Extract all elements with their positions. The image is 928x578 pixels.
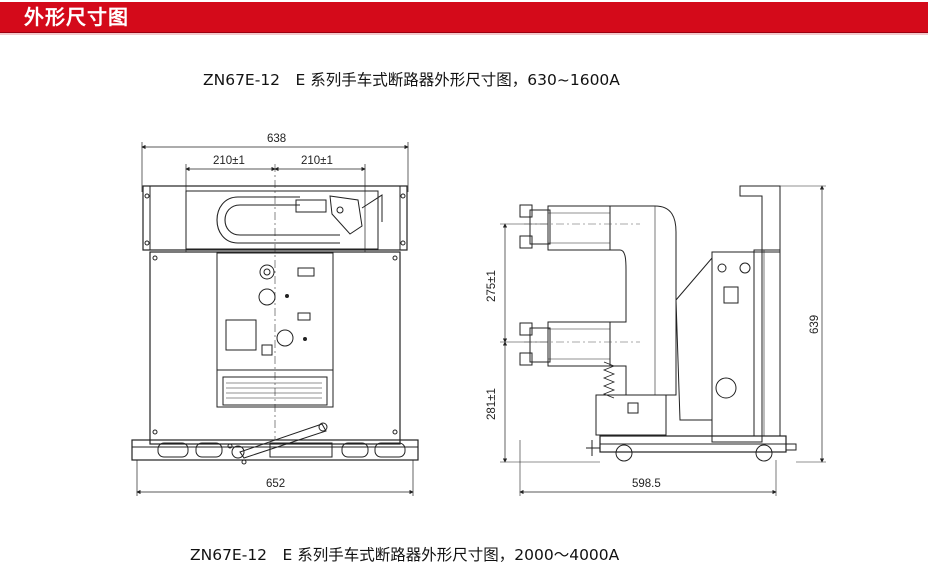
dim-pole-spacing-left: 210±1 <box>213 155 245 167</box>
dim-upper-vertical: 275±1 <box>486 270 498 302</box>
section-title: 外形尺寸图 <box>24 5 129 29</box>
side-view <box>500 185 826 496</box>
dim-height: 639 <box>809 315 821 334</box>
header-underline <box>0 33 928 35</box>
dim-depth: 598.5 <box>632 478 661 490</box>
dim-lower-vertical: 281±1 <box>486 388 498 420</box>
dim-front-width-bottom: 652 <box>266 478 285 490</box>
section-header-bar: 外形尺寸图 <box>0 2 928 33</box>
front-view <box>131 142 419 496</box>
drawing-caption-bottom: ZN67E-12 E 系列手车式断路器外形尺寸图，2000～4000A <box>190 546 620 564</box>
drawing-caption-top: ZN67E-12 E 系列手车式断路器外形尺寸图，630~1600A <box>203 71 620 89</box>
dim-pole-spacing-right: 210±1 <box>301 155 333 167</box>
dim-front-width-top: 638 <box>267 133 286 145</box>
